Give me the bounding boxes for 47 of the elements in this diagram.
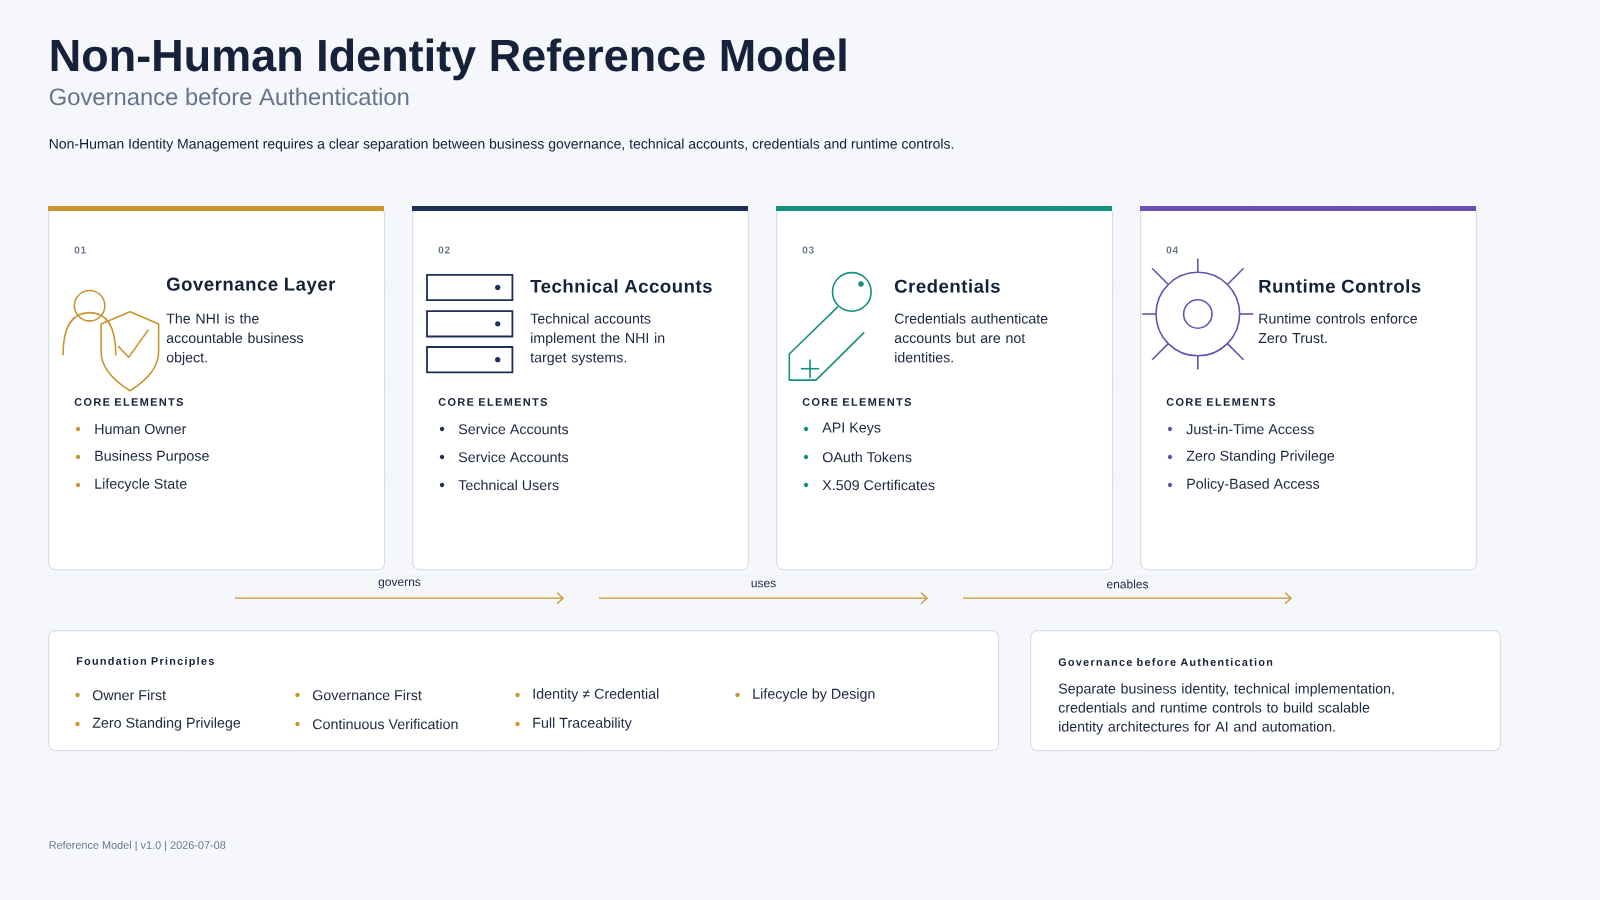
card-description: Technical accounts implement the NHI in target systems. — [530, 313, 665, 366]
card-description: Runtime controls enforce Zero Trust. — [1258, 313, 1417, 344]
card-title: Governance Layer — [166, 277, 336, 295]
list-item: OAuth Tokens — [822, 451, 912, 463]
list-item: Policy-Based Access — [1187, 478, 1320, 492]
list-item: Just-in-Time Access — [1186, 423, 1314, 435]
panel-heading: Governance before Authentication — [1058, 658, 1273, 666]
card-title: Technical Accounts — [530, 279, 712, 293]
arrow — [962, 592, 1292, 605]
panel-text: Separate business identity, technical implementation, credentials and runtime controls to build scalable identity architectures for AI and automation. — [1058, 683, 1394, 735]
list-item: Business Purpose — [95, 450, 209, 464]
card-number: 03 — [802, 246, 814, 254]
list-item: Full Traceability — [533, 717, 632, 731]
list-item: Zero Standing Privilege — [1186, 450, 1335, 464]
edge-label: uses — [749, 579, 778, 589]
title: Non-Human Identity Reference Model — [47, 36, 851, 82]
list-item: API Keys — [822, 422, 881, 436]
card-number: 04 — [1166, 246, 1179, 254]
section-heading: CORE ELEMENTS — [802, 398, 911, 406]
list-item: Owner First — [92, 689, 166, 701]
list-item: X.509 Certificates — [822, 479, 935, 491]
list-item: Human Owner — [95, 423, 187, 435]
section-heading: CORE ELEMENTS — [74, 398, 183, 406]
list-item: Lifecycle State — [95, 478, 187, 492]
list-item: Identity ≠ Credential — [533, 688, 659, 702]
list-item: Lifecycle by Design — [753, 688, 875, 702]
list-item: Service Accounts — [458, 423, 569, 435]
card-title: Runtime Controls — [1259, 279, 1421, 293]
arrow — [598, 592, 928, 605]
list-item: Service Accounts — [458, 451, 569, 463]
section-heading: CORE ELEMENTS — [438, 398, 547, 406]
edge-label: governs — [376, 578, 423, 590]
subtitle: Governance before Authentication — [47, 86, 412, 107]
card-number: 02 — [438, 246, 450, 254]
card-description: Credentials authenticate accounts but are not identities. — [894, 313, 1048, 363]
card-description: The NHI is the accountable business object. — [166, 313, 303, 366]
arrow — [234, 592, 564, 605]
section-heading: CORE ELEMENTS — [1166, 398, 1275, 406]
list-item: Technical Users — [458, 479, 559, 491]
edge-label: enables — [1105, 578, 1151, 590]
list-item: Continuous Verification — [312, 718, 458, 730]
list-item: Zero Standing Privilege — [92, 717, 241, 731]
card-title: Credentials — [894, 279, 1000, 293]
card-number: 01 — [74, 246, 86, 254]
panel-heading: Foundation Principles — [76, 656, 214, 668]
list-item: Governance First — [312, 689, 422, 701]
footer-text: Reference Model | v1.0 | 2026-07-08 — [47, 839, 228, 853]
